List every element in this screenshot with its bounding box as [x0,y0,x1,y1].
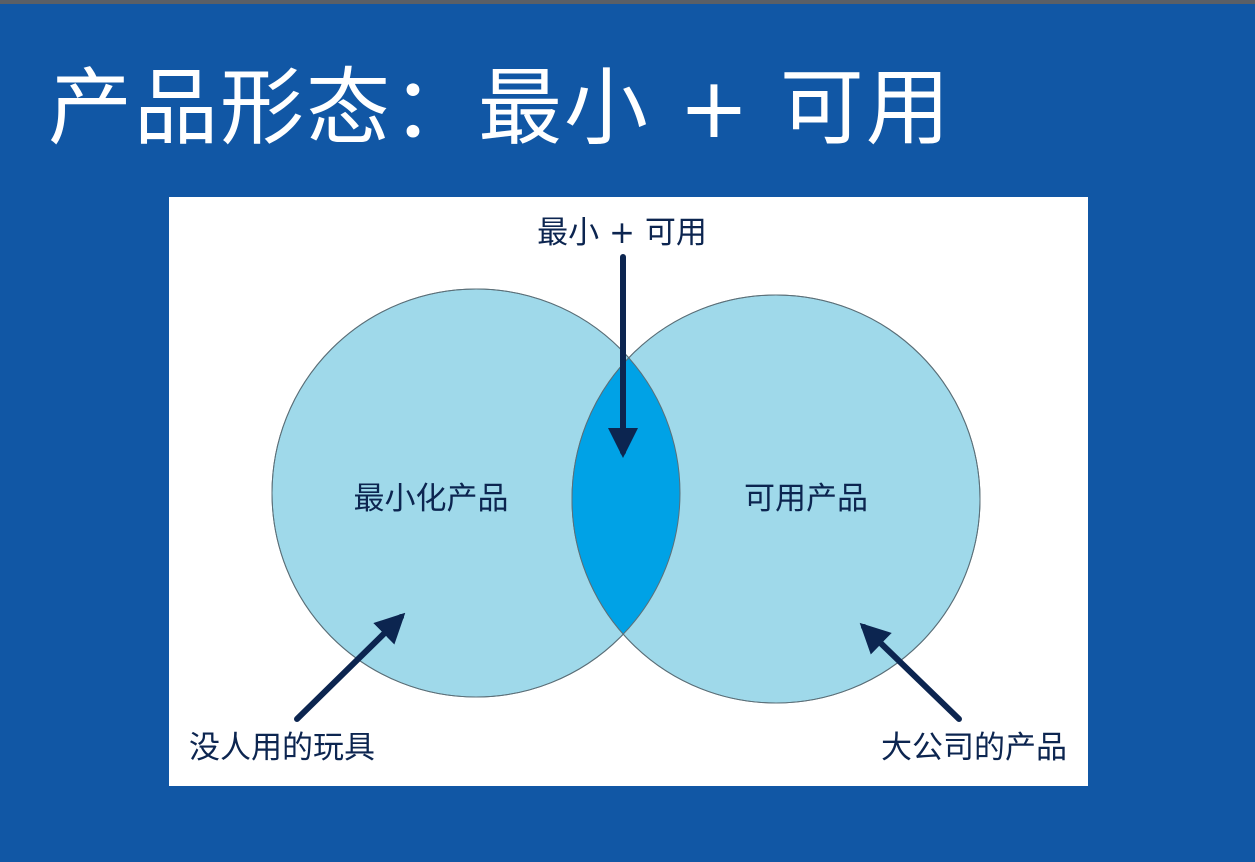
window-top-strip [0,0,1255,4]
arrow-bottom-right [859,622,962,722]
right-circle-outline [571,294,981,704]
label-left-circle: 最小化产品 [354,481,509,517]
label-top: 最小 + 可用 [537,215,707,251]
venn-diagram-svg: 最小 + 可用 最小化产品 可用产品 没人用的玩具 大公司的产品 [189,215,1067,766]
label-bottom-right: 大公司的产品 [881,730,1067,766]
arrow-bottom-left [294,612,406,722]
label-right-circle: 可用产品 [744,481,868,517]
slide-title: 产品形态：最小 + 可用 [48,59,952,157]
label-bottom-left: 没人用的玩具 [189,730,375,766]
left-circle-outline [271,288,681,698]
venn-diagram-panel: 最小 + 可用 最小化产品 可用产品 没人用的玩具 大公司的产品 [169,197,1088,786]
